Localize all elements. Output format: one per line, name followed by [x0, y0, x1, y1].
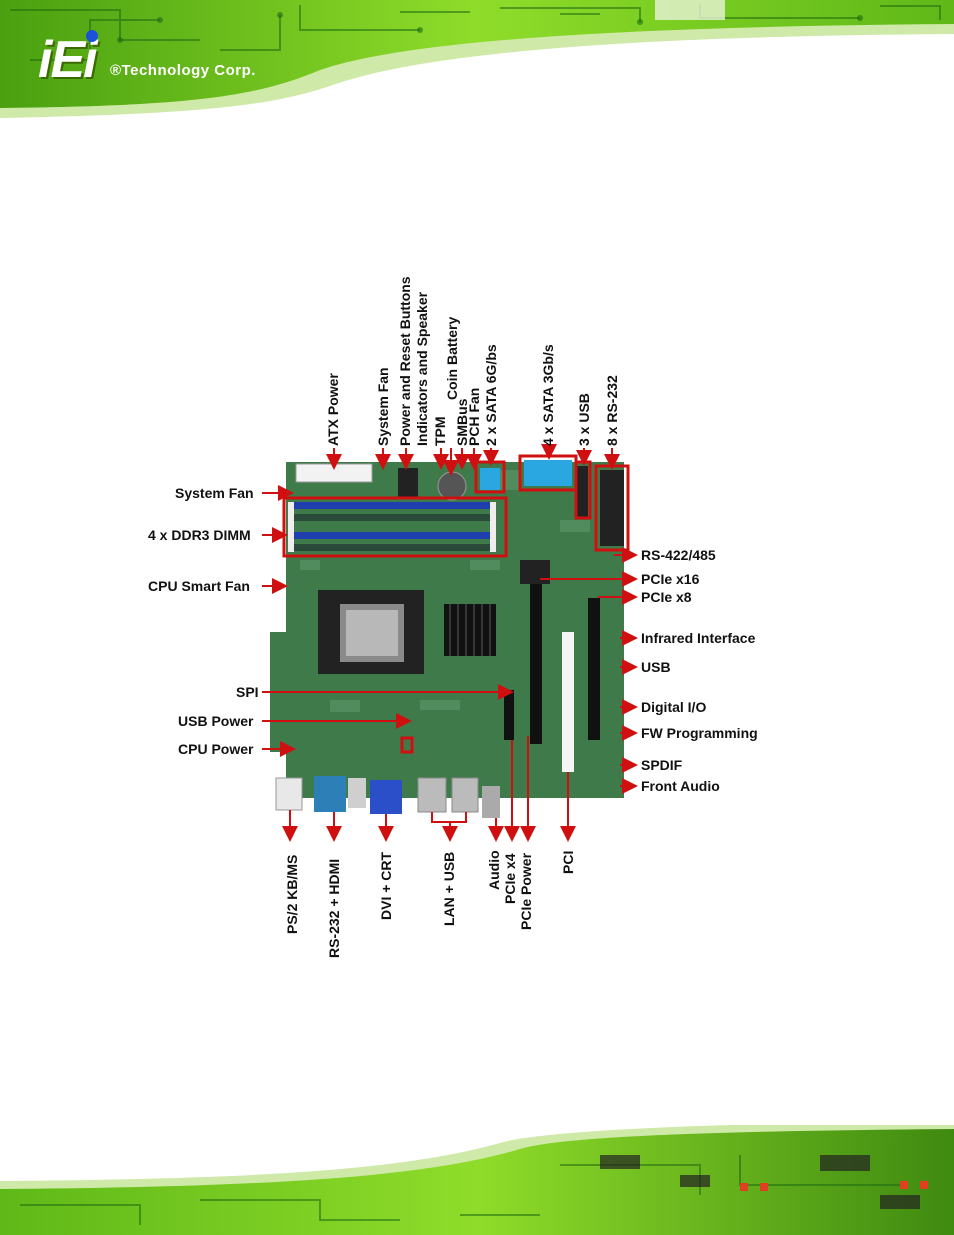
- label-front-audio: Front Audio: [641, 778, 720, 794]
- label-ddr3-dimm: 4 x DDR3 DIMM: [148, 527, 251, 543]
- rear-io-ports: [275, 776, 500, 818]
- label-tpm: TPM: [432, 416, 448, 446]
- label-sata-3g: 4 x SATA 3Gb/s: [540, 344, 556, 446]
- label-digital-io: Digital I/O: [641, 699, 707, 715]
- label-ps2-kbms: PS/2 KB/MS: [284, 854, 300, 934]
- label-pcie-x4: PCIe x4: [502, 853, 518, 904]
- sata-6g-ports: [480, 468, 500, 490]
- rs232-header: [600, 470, 624, 546]
- label-system-fan-left: System Fan: [175, 485, 254, 501]
- label-spdif: SPDIF: [641, 757, 683, 773]
- label-rs232-hdmi: RS-232 + HDMI: [326, 858, 342, 958]
- label-system-fan-top: System Fan: [375, 367, 391, 446]
- callout-arrows: [262, 485, 638, 794]
- chipset-heatsink: [444, 604, 496, 656]
- label-audio: Audio: [486, 850, 502, 890]
- label-infrared-interface: Infrared Interface: [641, 630, 756, 646]
- company-name: ®Technology Corp.: [110, 62, 256, 79]
- label-fw-programming: FW Programming: [641, 725, 758, 741]
- label-rs422-485: RS-422/485: [641, 547, 716, 563]
- label-spi: SPI: [236, 684, 259, 700]
- label-atx-power: ATX Power: [325, 373, 341, 446]
- label-pci: PCI: [560, 850, 576, 874]
- coin-battery: [437, 471, 467, 501]
- circuit-footer-graphic: [0, 1125, 954, 1235]
- pcie-x4-slot: [504, 690, 514, 740]
- label-lan-usb: LAN + USB: [441, 851, 457, 926]
- label-pcie-power: PCIe Power: [518, 852, 534, 930]
- label-8x-rs232: 8 x RS-232: [604, 375, 620, 446]
- callout-arrows-bottom: [282, 736, 576, 842]
- pci-slot: [562, 632, 574, 772]
- circuit-banner-graphic: [0, 0, 954, 118]
- logo-dot-icon: [86, 30, 98, 42]
- pcie-x8-slot: [588, 598, 600, 740]
- label-3x-usb: 3 x USB: [576, 393, 592, 446]
- sata-3g-ports: [524, 460, 572, 486]
- label-pcie-x8: PCIe x8: [641, 589, 692, 605]
- label-dvi-crt: DVI + CRT: [378, 851, 394, 920]
- footer-banner: [0, 1125, 954, 1235]
- label-sata-6g: 2 x SATA 6G/bs: [483, 344, 499, 446]
- pcie-x16-slot: [530, 584, 542, 744]
- label-cpu-power: CPU Power: [178, 741, 254, 757]
- label-usb-right: USB: [641, 659, 671, 675]
- label-pch-fan: PCH Fan: [466, 387, 482, 446]
- label-usb-power: USB Power: [178, 713, 254, 729]
- label-cpu-smart-fan: CPU Smart Fan: [148, 578, 250, 594]
- label-coin-battery: Coin Battery: [444, 316, 460, 400]
- callout-arrows-top: [326, 444, 620, 476]
- label-pcie-x16: PCIe x16: [641, 571, 700, 587]
- label-power-reset-buttons: Power and Reset Buttons: [397, 276, 413, 446]
- dimm-slots: [288, 502, 496, 552]
- header-banner: iEi ®Technology Corp.: [0, 0, 954, 118]
- label-indicators-speaker: Indicators and Speaker: [414, 291, 430, 446]
